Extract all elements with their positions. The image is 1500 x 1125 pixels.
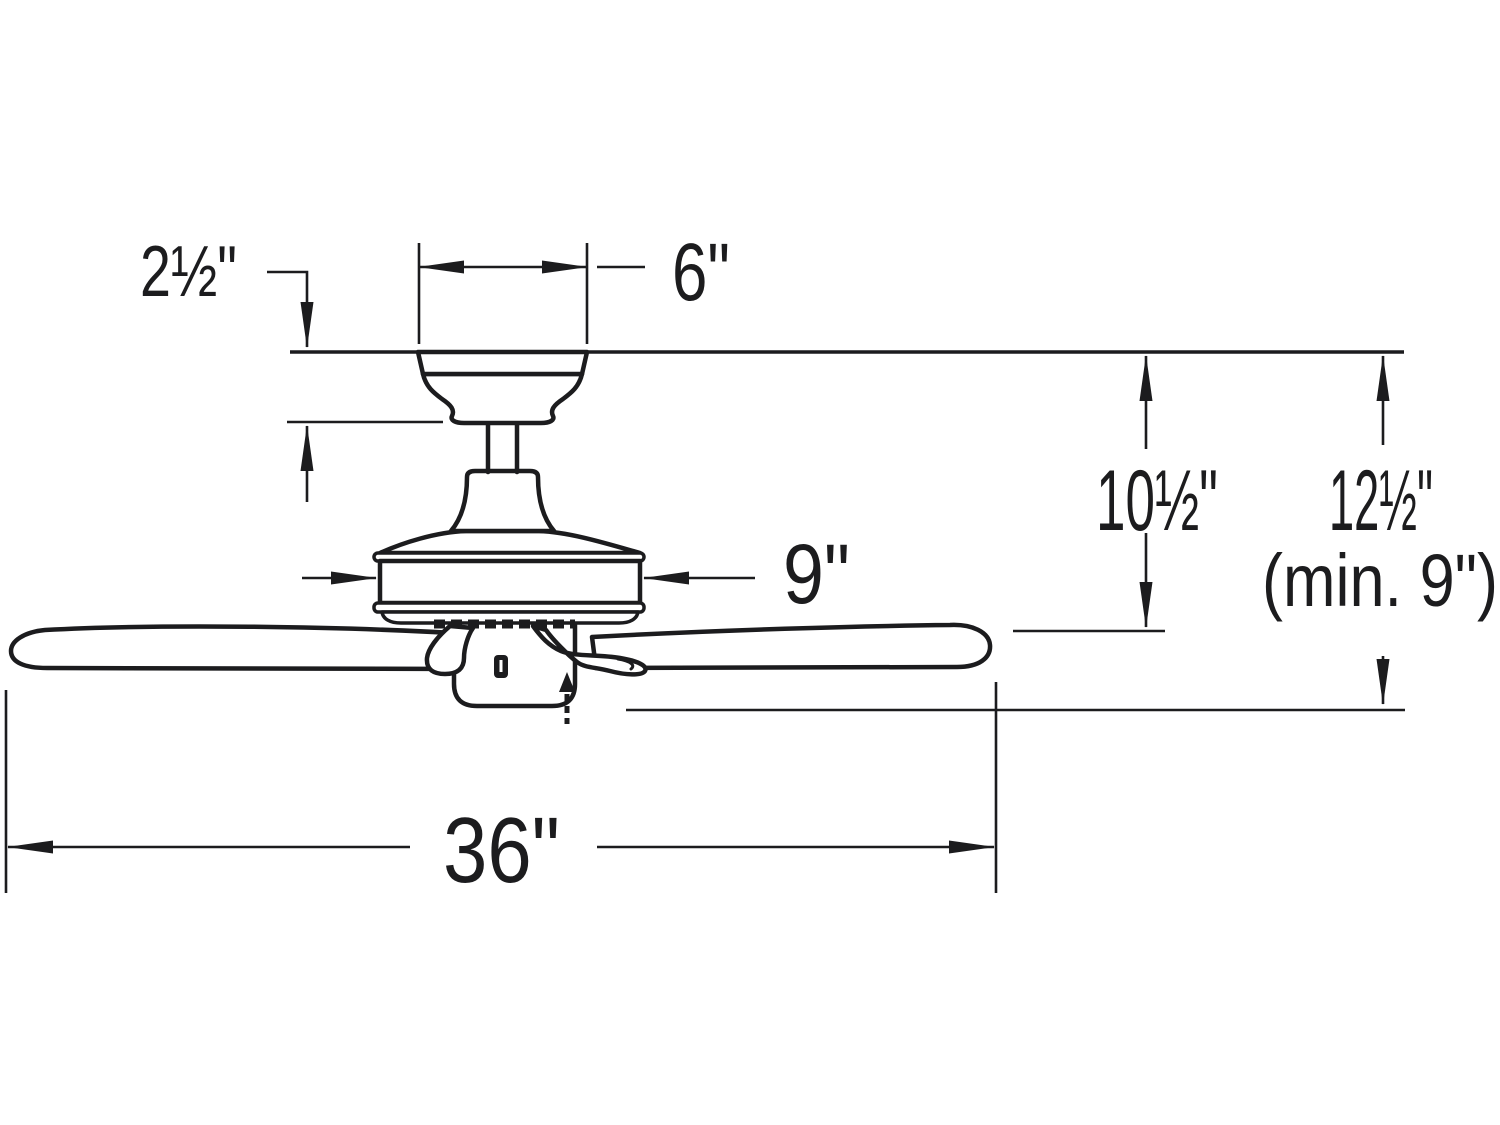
- ceiling-canopy: [415, 349, 590, 426]
- fan-blade-left: [8, 624, 475, 672]
- canopy-bell: [420, 371, 585, 426]
- switch-housing: [451, 621, 578, 709]
- motor-top-bevel: [377, 528, 643, 556]
- dimension-ceiling-to-blade: [1013, 355, 1165, 633]
- label-blade-sweep: 36": [443, 798, 560, 902]
- fan-blade-right: [589, 622, 993, 671]
- dimension-blade-sweep: [4, 682, 998, 893]
- label-ceiling-to-bottom-note: (min. 9"): [1262, 539, 1498, 622]
- blade-iron-left: [424, 623, 476, 677]
- downrod-coupling: [448, 468, 557, 534]
- label-motor-width: 9": [783, 527, 850, 621]
- canopy-plate: [415, 349, 590, 377]
- motor-housing: [372, 528, 646, 629]
- downrod: [485, 420, 520, 475]
- dimension-canopy-height: [267, 270, 443, 502]
- blade-iron-right: [530, 623, 648, 677]
- pull-chain: [559, 672, 575, 724]
- label-canopy-width: 6": [672, 227, 730, 318]
- motor-drum: [377, 558, 643, 606]
- label-canopy-height: 2½": [140, 232, 237, 312]
- dimension-ceiling-to-bottom: [626, 355, 1405, 712]
- label-ceiling-to-blade: 10½": [1096, 453, 1218, 549]
- label-ceiling-to-bottom: 12½": [1329, 453, 1433, 549]
- dimension-canopy-width: [417, 243, 645, 344]
